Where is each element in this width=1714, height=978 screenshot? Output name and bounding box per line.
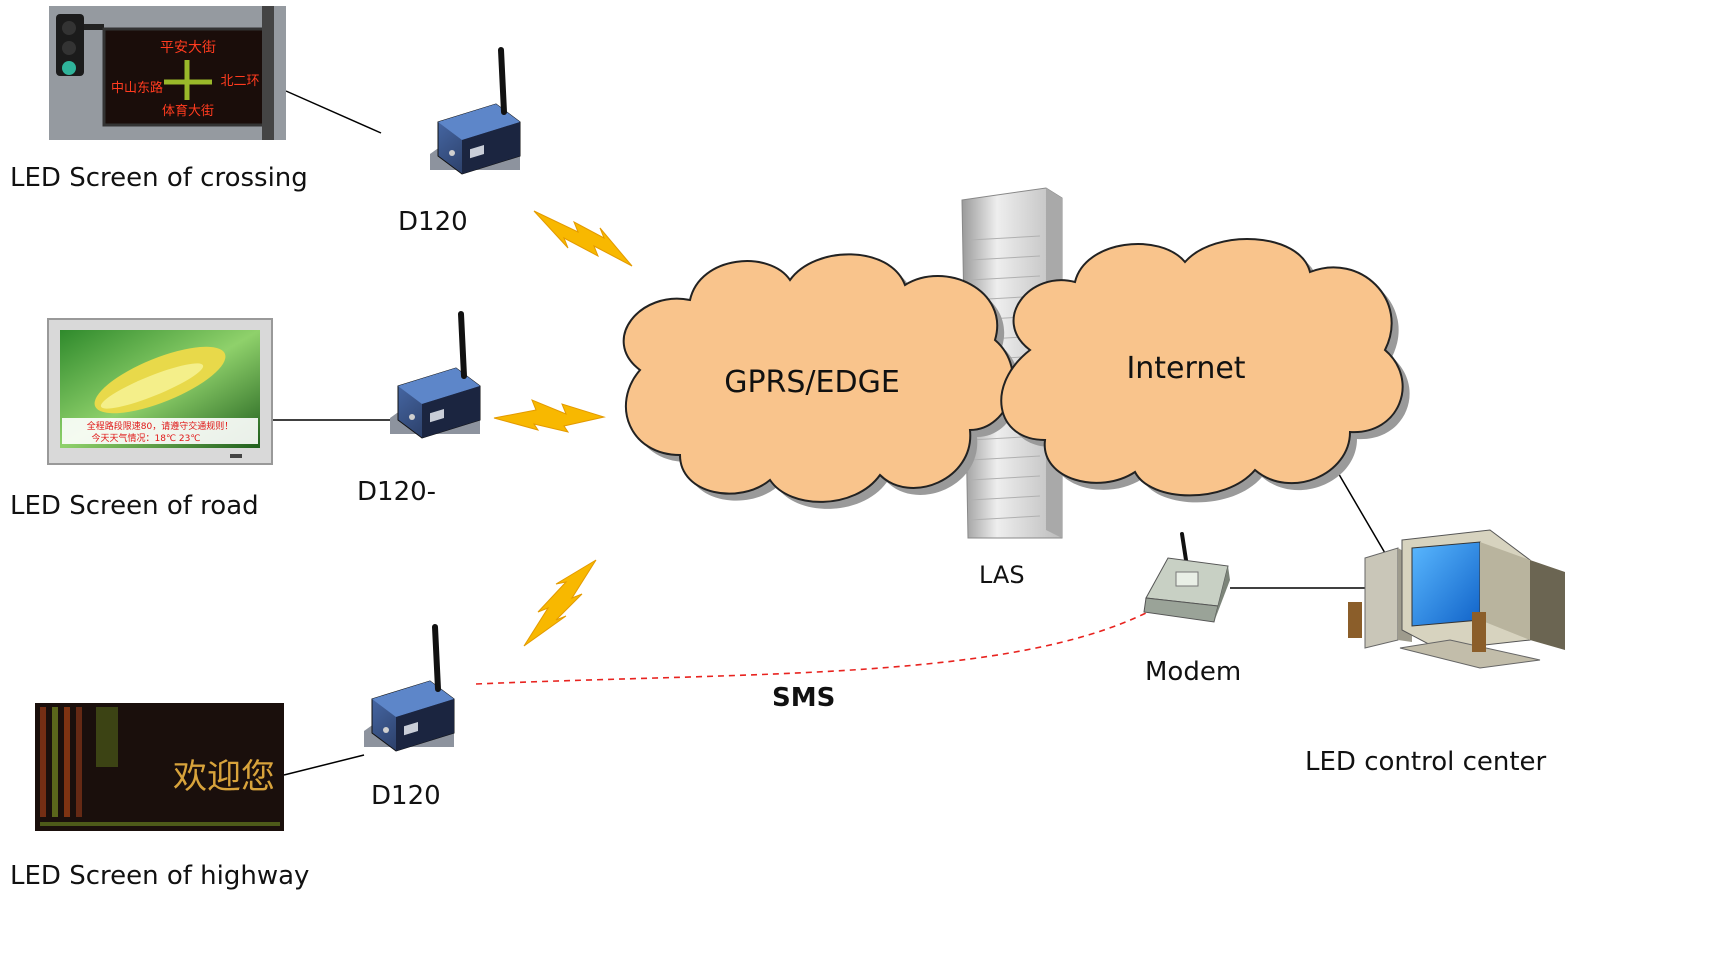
control-center-computer-icon [1348,529,1565,669]
crossing-screen-label: LED Screen of crossing [10,163,308,193]
highway-screen-label: LED Screen of highway [10,861,309,891]
crossing-screen-right-text: 北二环 [220,74,259,89]
crossing-screen-top-text: 平安大街 [160,40,216,56]
road-screen-line-1: 全程路段限速80，请遵守交通规则！ [87,420,233,432]
internet-cloud-label: Internet [1126,351,1245,386]
d120-mid-label: D120- [357,477,436,507]
highway-screen-welcome-text: 欢迎您 [173,757,275,797]
d120-mid-router-icon [390,314,480,438]
crossing-screen-bottom-text: 体育大街 [162,103,214,119]
crossing-screen-left-text: 中山东路 [111,80,163,96]
d120-bottom-label: D120 [371,781,441,811]
gprs-edge-cloud-label: GPRS/EDGE [724,365,900,400]
d120-top-router-icon [430,50,520,174]
lightning-mid-icon [493,399,606,433]
road-screen-label: LED Screen of road [10,491,259,521]
lightning-bottom-icon [523,559,597,647]
modem-icon [1143,532,1230,623]
control-center-label: LED control center [1305,747,1547,777]
d120-bottom-router-icon [364,627,454,751]
modem-label: Modem [1145,657,1241,687]
sms-dashed-link [475,611,1149,685]
highway-link-line [283,754,365,776]
lightning-top-icon [533,210,633,267]
sms-label: SMS [772,683,835,713]
gprs-edge-cloud [622,253,1021,509]
road-led-screen-photo [47,318,273,465]
d120-top-label: D120 [398,207,468,237]
road-screen-line-2: 今天天气情况：18℃ 23℃ [92,432,201,444]
crossing-led-screen-photo [49,6,286,140]
las-label: LAS [979,561,1025,589]
crossing-link-line [285,90,382,134]
highway-led-screen-photo [35,703,284,831]
internet-cloud [1000,238,1410,503]
